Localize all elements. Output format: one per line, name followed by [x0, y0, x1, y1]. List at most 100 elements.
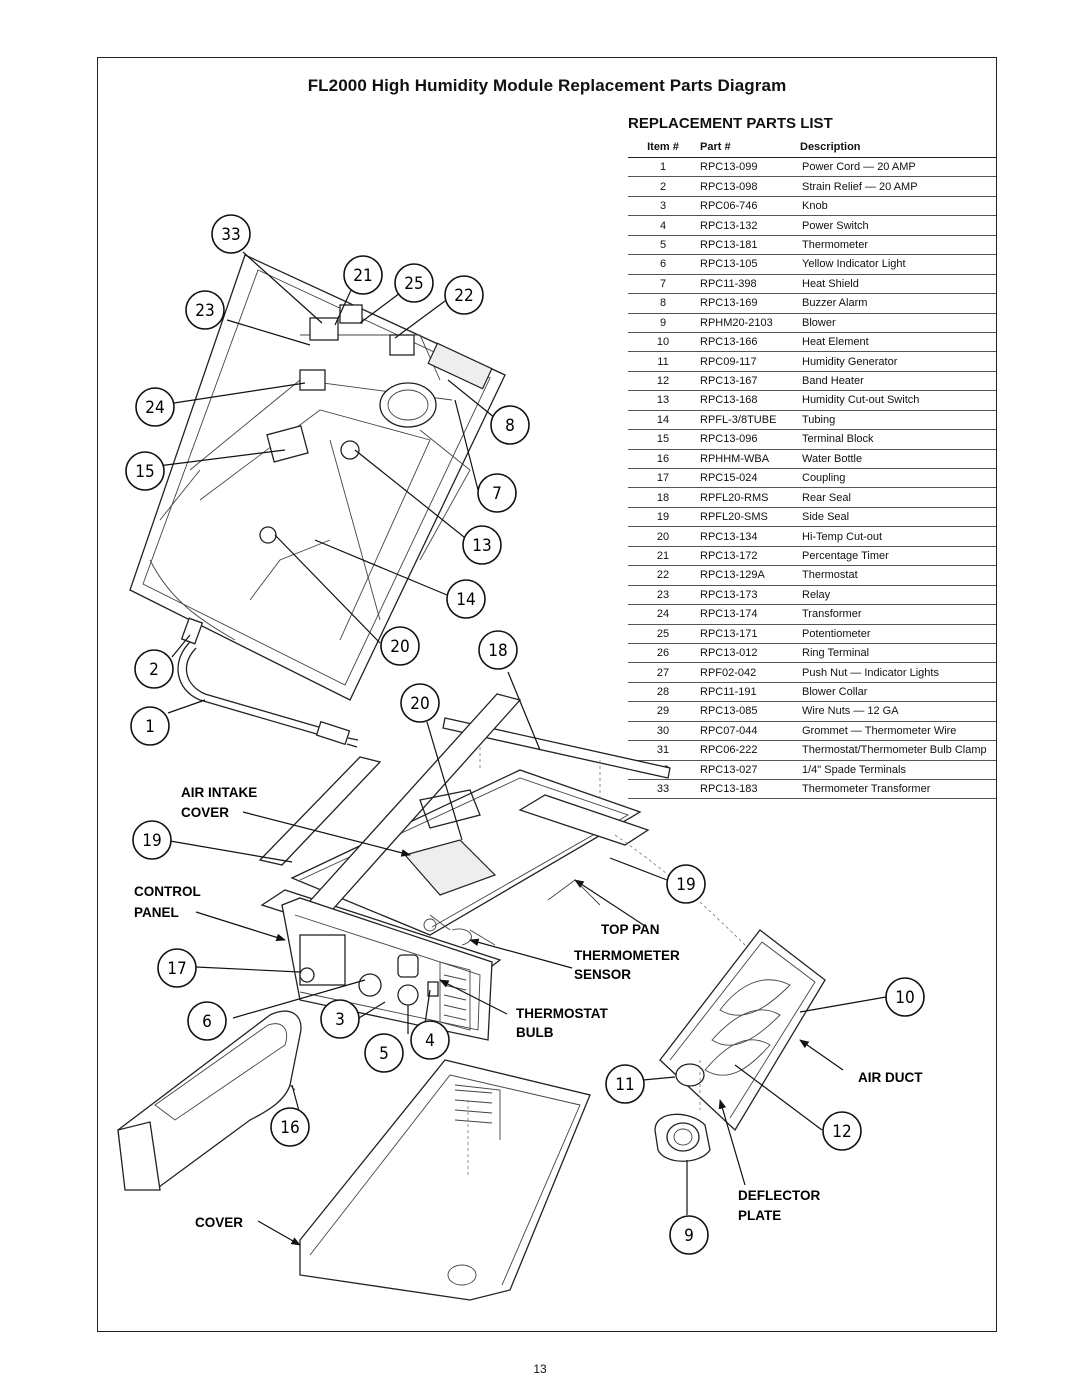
svg-text:13: 13: [472, 536, 491, 556]
item-number-cell: 19: [628, 507, 698, 528]
part-number-cell: RPC13-085: [698, 701, 800, 722]
item-number-cell: 18: [628, 487, 698, 508]
item-number-cell: 25: [628, 624, 698, 644]
svg-text:9: 9: [684, 1226, 694, 1246]
item-number-cell: 6: [628, 254, 698, 275]
part-number-cell: RPC11-191: [698, 682, 800, 703]
part-number-cell: RPC13-134: [698, 526, 800, 547]
part-number-cell: RPC13-181: [698, 235, 800, 256]
callout-5: 5: [364, 1033, 404, 1073]
part-number-cell: RPC13-167: [698, 371, 800, 392]
part-number-cell: RPC13-173: [698, 585, 800, 606]
callout-7: 7: [477, 473, 517, 513]
part-number-cell: RPC13-099: [698, 157, 800, 178]
part-number-cell: RPC09-117: [698, 351, 800, 372]
label-air-intake: AIR INTAKE: [181, 785, 257, 800]
page-frame: [97, 57, 997, 1332]
item-number-cell: 16: [628, 449, 698, 470]
part-number-cell: RPC11-398: [698, 274, 800, 295]
description-cell: Thermometer: [800, 235, 996, 256]
label-plate: PLATE: [738, 1208, 781, 1223]
callout-4: 4: [410, 1020, 450, 1060]
callout-6: 6: [187, 1001, 227, 1041]
svg-text:19: 19: [142, 831, 161, 851]
svg-text:18: 18: [488, 641, 507, 661]
description-cell: Humidity Cut-out Switch: [800, 390, 996, 411]
callout-12: 12: [822, 1111, 862, 1151]
description-cell: Percentage Timer: [800, 546, 996, 567]
callout-23: 23: [185, 290, 225, 330]
description-cell: Thermostat/Thermometer Bulb Clamp: [800, 740, 996, 761]
callout-17: 17: [157, 948, 197, 988]
description-cell: Power Cord — 20 AMP: [800, 157, 996, 178]
description-cell: Terminal Block: [800, 429, 996, 450]
item-number-cell: 15: [628, 429, 698, 450]
callout-circles: 33 21 25 22 23 24 8 15 7 13 14 20 18 2 2…: [125, 214, 925, 1255]
item-number-cell: 26: [628, 643, 698, 664]
svg-text:15: 15: [135, 462, 154, 482]
svg-text:33: 33: [221, 225, 240, 245]
callout-3: 3: [320, 999, 360, 1039]
part-number-cell: RPF02-042: [698, 662, 800, 683]
item-number-cell: 23: [628, 585, 698, 606]
item-number-cell: 33: [628, 779, 698, 800]
description-cell: Tubing: [800, 410, 996, 431]
svg-text:17: 17: [167, 959, 186, 979]
item-number-cell: 20: [628, 526, 698, 547]
page-number: 13: [533, 1362, 547, 1376]
svg-text:3: 3: [335, 1010, 345, 1030]
item-number-cell: 14: [628, 410, 698, 431]
item-number-cell: 17: [628, 468, 698, 489]
callout-15: 15: [125, 451, 165, 491]
item-number-cell: 21: [628, 546, 698, 567]
label-air-intake-cover: COVER: [181, 805, 229, 820]
item-number-cell: 7: [628, 274, 698, 295]
description-cell: Thermostat: [800, 565, 996, 586]
description-cell: Heat Shield: [800, 274, 996, 295]
svg-text:16: 16: [280, 1118, 299, 1138]
description-cell: Blower: [800, 313, 996, 333]
part-number-cell: RPC13-183: [698, 779, 800, 800]
svg-text:7: 7: [492, 484, 502, 504]
description-cell: Grommet — Thermometer Wire: [800, 721, 996, 742]
description-cell: Water Bottle: [800, 449, 996, 470]
svg-text:23: 23: [195, 301, 214, 321]
item-number-cell: 31: [628, 740, 698, 761]
column-header-item: Item #: [628, 140, 698, 158]
callout-21: 21: [343, 255, 383, 295]
label-panel: PANEL: [134, 905, 179, 920]
part-number-cell: RPC13-129A: [698, 565, 800, 586]
description-cell: Ring Terminal: [800, 643, 996, 664]
column-header-description: Description: [800, 140, 996, 158]
item-number-cell: 29: [628, 701, 698, 722]
part-number-cell: RPC13-174: [698, 604, 800, 625]
label-thermostat: THERMOSTAT: [516, 1006, 608, 1021]
label-top-pan: TOP PAN: [601, 922, 660, 937]
item-number-cell: 1: [628, 157, 698, 178]
part-number-cell: RPC06-222: [698, 740, 800, 761]
callout-18: 18: [478, 630, 518, 670]
svg-text:2: 2: [149, 660, 159, 680]
description-cell: Heat Element: [800, 332, 996, 353]
description-cell: Blower Collar: [800, 682, 996, 703]
description-cell: Power Switch: [800, 215, 996, 236]
callout-8: 8: [490, 405, 530, 445]
